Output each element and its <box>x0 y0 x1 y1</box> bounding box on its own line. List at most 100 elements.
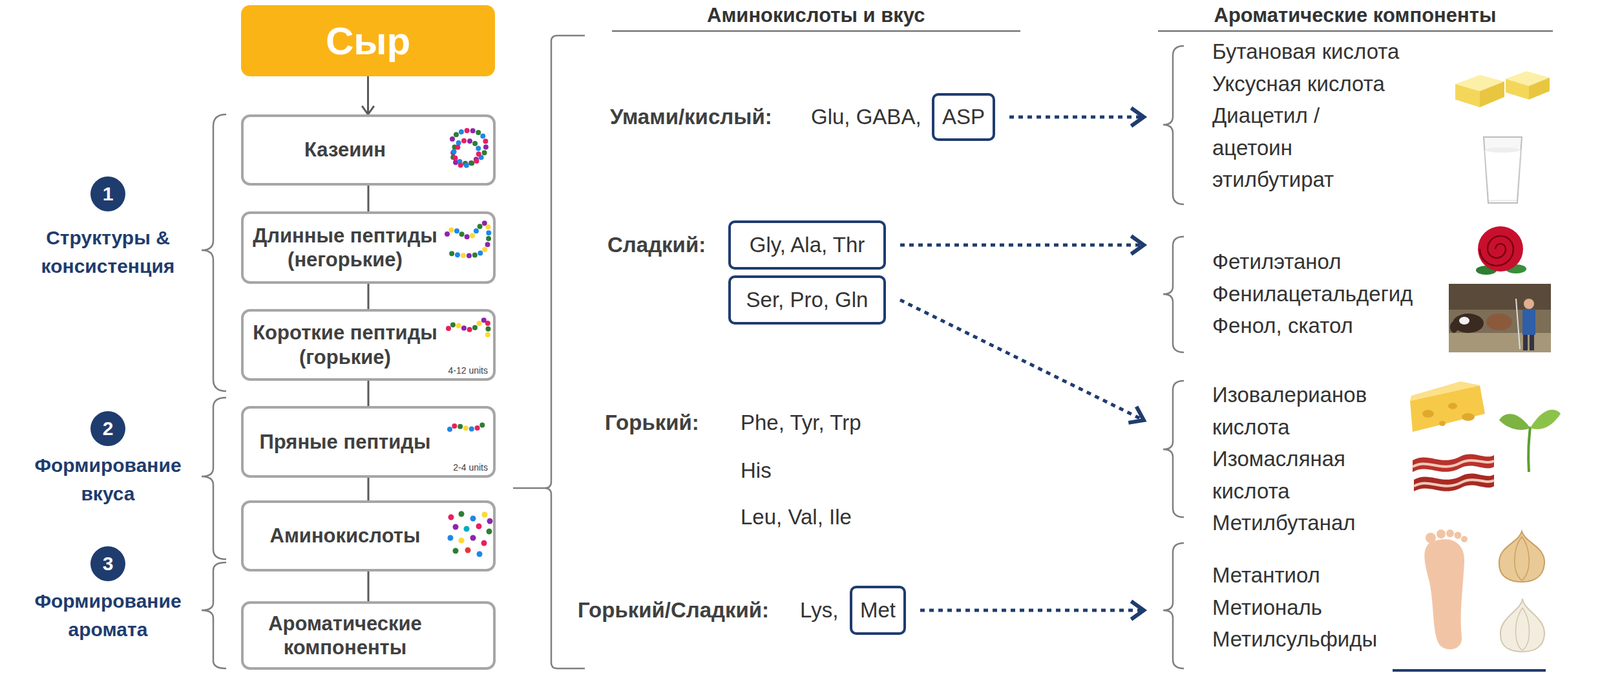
farm-picture <box>1448 283 1551 353</box>
unit-note: 4-12 units <box>448 365 488 376</box>
arrow-head <box>361 105 375 115</box>
amino-dots-icon <box>463 526 470 532</box>
connector-line <box>367 76 369 115</box>
taste-label: Glu, GABA, <box>810 104 922 130</box>
cheese-picture <box>1439 420 1446 426</box>
farm-picture <box>1448 283 1551 353</box>
rose-picture <box>1479 235 1514 266</box>
foot-picture <box>1425 532 1436 543</box>
stage-box: Ароматические компоненты <box>241 600 496 670</box>
stage-box: Длинные пептиды (негорькие) <box>241 211 496 284</box>
butter-picture <box>1528 77 1550 100</box>
peptide-icon <box>452 130 486 166</box>
node-text: Аминокислоты <box>250 523 441 548</box>
taste-label: Горький: <box>604 410 700 435</box>
peptide-icon <box>452 130 486 166</box>
cheese-picture <box>1422 409 1434 418</box>
node-text: этилбутират <box>1212 163 1564 196</box>
taste-label: His <box>740 458 772 483</box>
milk-glass-picture <box>1483 136 1522 203</box>
amino-box: Met <box>849 585 906 635</box>
garlic-picture <box>1500 598 1545 652</box>
foot-picture <box>1424 529 1468 649</box>
peptide-icon <box>449 423 484 430</box>
node-text: Фетилэтанол <box>1212 245 1564 278</box>
node-text: Изовалерианов кислота <box>1212 378 1381 443</box>
peptide-icon <box>452 130 486 166</box>
amino-box: Ser, Pro, Gln <box>728 275 886 325</box>
peptide-icon <box>447 222 489 256</box>
sprout-picture <box>1528 426 1531 472</box>
farm-picture <box>1448 283 1551 310</box>
onion-picture <box>1499 531 1545 582</box>
peptide-icon <box>449 423 484 430</box>
header-rule <box>611 30 1021 32</box>
cheese-picture <box>1410 381 1480 401</box>
node-text: Пряные пептиды <box>250 429 441 454</box>
connector-line <box>367 477 370 501</box>
node-text: Фенилацетальдегид <box>1212 277 1564 311</box>
amino-dots-icon <box>470 535 477 541</box>
node-text: Met <box>860 597 896 623</box>
group-brace <box>201 562 227 669</box>
node-text: 2 <box>102 417 114 440</box>
cheese-picture <box>1448 402 1458 410</box>
stage-box: Казеиин <box>241 114 496 186</box>
amino-dots-icon <box>486 528 493 535</box>
node-text: Сыр <box>325 18 411 64</box>
taste-label: Lys, <box>800 597 839 623</box>
farm-picture <box>1529 334 1535 351</box>
sprout-picture <box>1499 413 1531 430</box>
connector-line <box>900 299 1144 421</box>
onion-picture <box>1514 536 1530 581</box>
aroma-group: МетантиолМетиональМетилсульфиды <box>1143 558 1564 656</box>
amino-box: ASP <box>931 93 996 141</box>
peptide-icon <box>447 222 489 256</box>
bacon-picture <box>1412 460 1495 467</box>
amino-dots-icon <box>458 511 465 517</box>
connector-line <box>900 243 1144 247</box>
amino-dots-icon <box>487 518 494 525</box>
callout-number: 1 <box>90 176 126 212</box>
peptide-icon <box>449 423 484 430</box>
taste-label: Phe, Tyr, Trp <box>740 410 861 435</box>
column-heading: Ароматические компоненты <box>1214 3 1497 28</box>
milk-glass-picture <box>1484 149 1521 201</box>
aroma-brace <box>1163 542 1184 669</box>
garlic-picture <box>1515 607 1530 651</box>
arrow-head <box>1130 600 1144 620</box>
peptide-icon <box>452 130 486 166</box>
farm-picture <box>1522 308 1536 335</box>
foot-picture <box>1424 538 1465 650</box>
node-text: 1 <box>102 182 114 205</box>
taste-label: Умами/кислый: <box>610 104 773 130</box>
header-rule <box>1157 30 1553 32</box>
aroma-brace <box>1163 380 1184 517</box>
farm-picture <box>1448 332 1551 353</box>
peptide-icon <box>448 319 488 339</box>
bacon-picture <box>1413 473 1495 492</box>
group-brace <box>201 114 227 391</box>
node-text: ASP <box>942 104 985 130</box>
milk-glass-picture <box>1484 147 1520 153</box>
amino-dots-icon <box>476 523 483 530</box>
butter-picture <box>1479 81 1505 108</box>
aroma-group: ФетилэтанолФенилацетальдегидФенол, скато… <box>1143 245 1564 342</box>
node-text: Уксусная кислота <box>1212 67 1564 101</box>
amino-dots-icon <box>482 511 488 518</box>
unit-note: 2-4 units <box>452 462 488 473</box>
foot-picture <box>1436 529 1446 539</box>
aroma-group: Бутановая кислотаУксусная кислотаДиацети… <box>1143 35 1564 196</box>
node-text: Gly, Ala, Thr <box>749 232 866 258</box>
amino-dots-icon <box>465 547 472 554</box>
node-text: Ser, Pro, Gln <box>746 287 869 313</box>
connector-line <box>1009 115 1144 119</box>
peptide-icon <box>447 222 489 256</box>
group-brace <box>201 397 227 559</box>
callout-number: 3 <box>90 546 126 581</box>
stage-title: Формирование вкуса <box>20 451 196 508</box>
cheese-picture <box>1461 412 1475 421</box>
node-text: Метилсульфиды <box>1212 622 1564 656</box>
